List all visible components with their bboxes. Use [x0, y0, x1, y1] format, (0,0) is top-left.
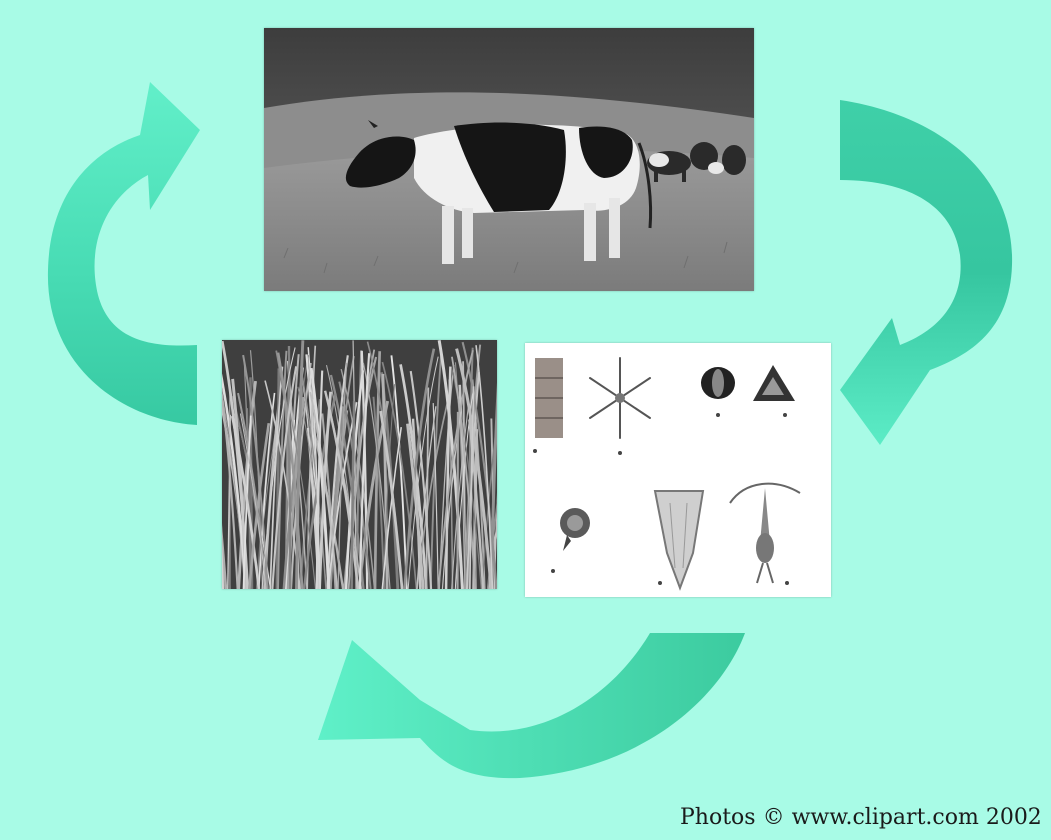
plankton-photo-icon	[525, 343, 831, 597]
curved-arrow-icon	[318, 633, 745, 778]
curved-arrow-icon	[840, 100, 1012, 445]
grass-photo-icon	[222, 340, 497, 589]
photo-credit: Photos © www.clipart.com 2002	[680, 805, 1042, 830]
cow-photo-icon	[264, 28, 754, 291]
curved-arrow-icon	[48, 82, 200, 425]
